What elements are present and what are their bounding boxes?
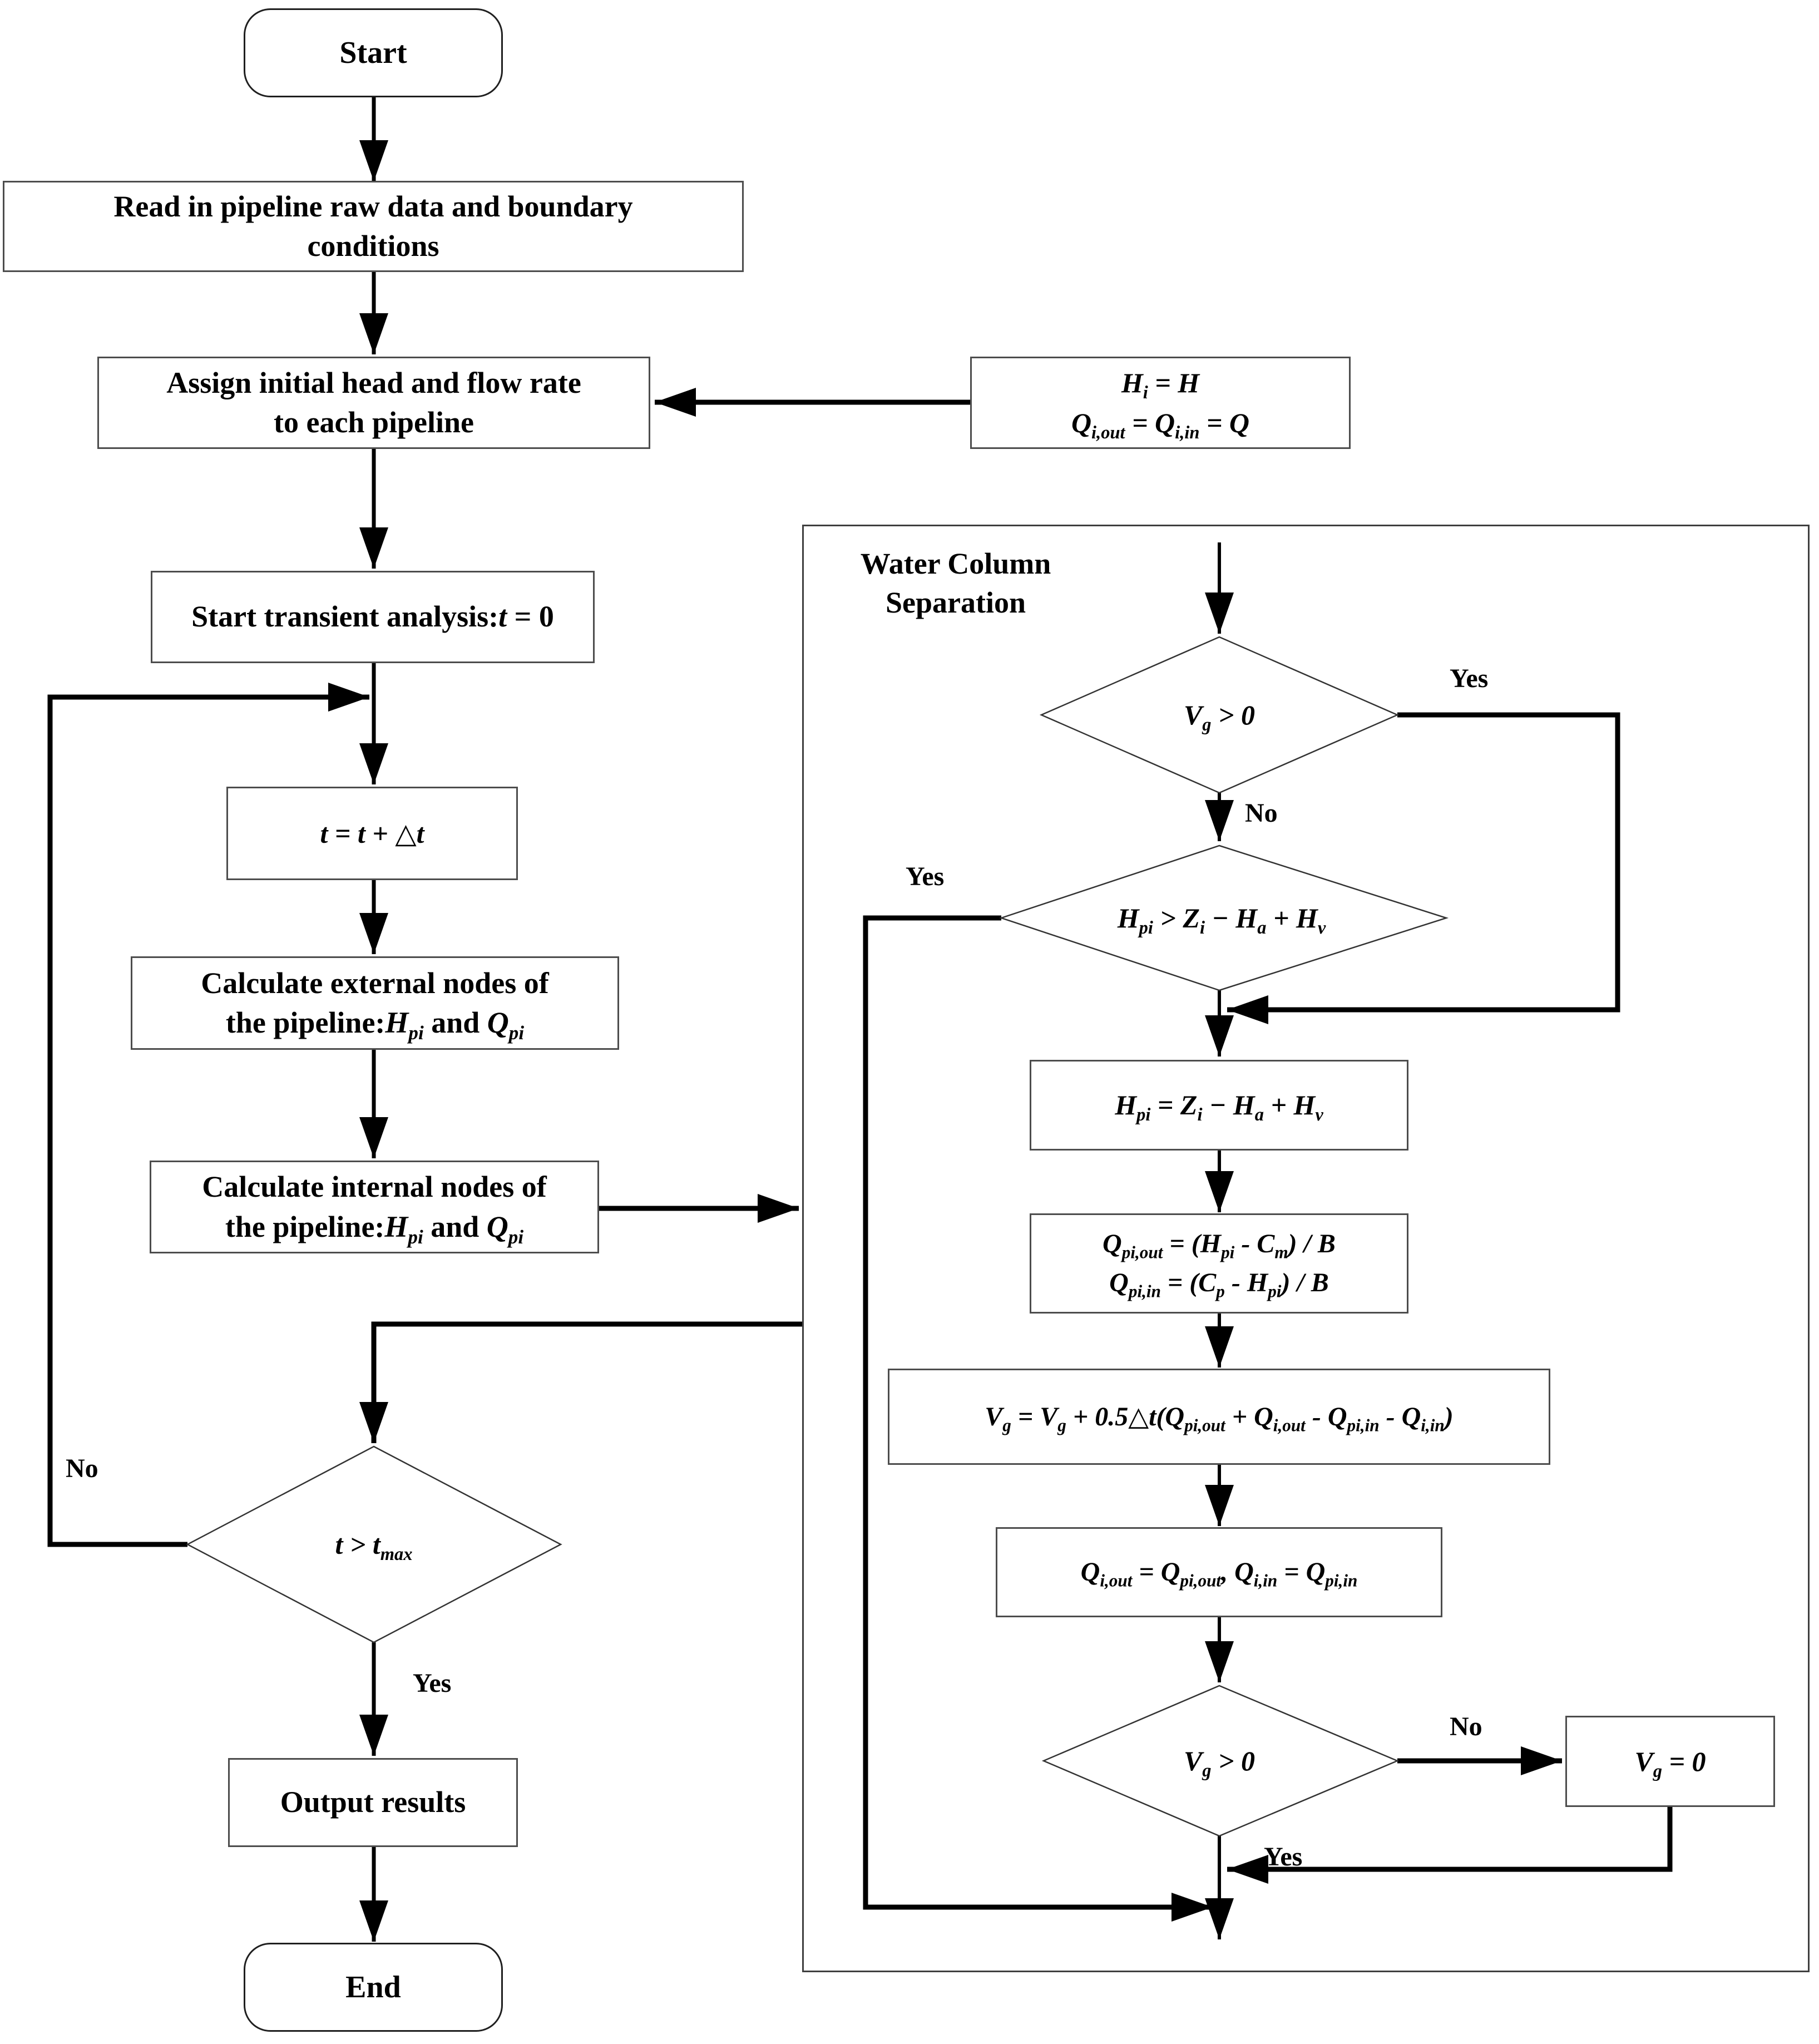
- q-set-line2: Qpi,in = (Cp - Hpi) / B: [1109, 1268, 1329, 1301]
- end-node: End: [244, 1943, 503, 2032]
- calc-external-line1: Calculate external nodes of: [201, 966, 549, 1000]
- vg-top-decision-shape: [1039, 636, 1400, 794]
- output-results-label: Output results: [280, 1785, 466, 1819]
- water-column-separation-title: Water Column Separation: [860, 547, 1051, 620]
- vg-zero-node: Vg = 0: [1565, 1716, 1775, 1807]
- tmax-decision-text: t > tmax: [335, 1528, 413, 1564]
- start-transient-label: Start transient analysis:t = 0: [191, 600, 554, 634]
- time-step-node: t = t + △t: [226, 787, 518, 880]
- calc-internal-line1: Calculate internal nodes of: [202, 1170, 547, 1204]
- calc-internal-line2: the pipeline:Hpi and Qpi: [225, 1209, 524, 1248]
- hp-decision-label: Hpi > Zi − Ha + Hv: [1025, 890, 1418, 946]
- edge-wcs-return-tmax: [359, 1321, 803, 1443]
- edge-hpcheck-yes-bypass: [863, 915, 1213, 1922]
- end-label: End: [345, 1970, 401, 2004]
- vg-bottom-decision-text: Vg > 0: [1183, 1745, 1255, 1781]
- tmax-yes-label: Yes: [413, 1668, 452, 1698]
- vg-bottom-yes-label: Yes: [1264, 1842, 1303, 1872]
- initial-conditions-line1: Hi = H: [1121, 367, 1200, 403]
- start-label: Start: [339, 36, 407, 70]
- tmax-decision-label: t > tmax: [263, 1517, 485, 1572]
- tmax-no-label: No: [66, 1454, 98, 1483]
- assign-initial-line1: Assign initial head and flow rate: [166, 366, 581, 399]
- hp-yes-label: Yes: [906, 862, 945, 891]
- edge-tmax-no-loop: [47, 683, 369, 1547]
- vg-bottom-no-label: No: [1450, 1712, 1482, 1741]
- vg-top-yes-label: Yes: [1450, 664, 1489, 693]
- hp-decision-shape: [999, 845, 1449, 991]
- q-set-line1: Qpi,out = (Hpi - Cm) / B: [1103, 1229, 1336, 1262]
- time-step-label: t = t + △t: [320, 817, 424, 849]
- start-transient-node: Start transient analysis:t = 0: [151, 571, 595, 663]
- hp-decision-text: Hpi > Zi − Ha + Hv: [1117, 902, 1326, 938]
- output-results-node: Output results: [228, 1758, 518, 1847]
- read-data-line2: conditions: [307, 229, 439, 263]
- edge-vgzero-merge: [1227, 1807, 1673, 1884]
- assign-initial-line2: to each pipeline: [274, 406, 474, 439]
- read-data-line1: Read in pipeline raw data and boundary: [113, 189, 633, 223]
- q-assign-node: Qi,out = Qpi,out, Qi,in = Qpi,in: [996, 1527, 1442, 1617]
- q-assign-label: Qi,out = Qpi,out, Qi,in = Qpi,in: [1080, 1557, 1358, 1591]
- edge-vgtop-yes-merge: [1227, 712, 1620, 1024]
- vg-top-decision-label: Vg > 0: [1108, 687, 1331, 743]
- assign-initial-node: Assign initial head and flow rate to eac…: [97, 357, 650, 449]
- vg-bottom-decision-shape: [1041, 1685, 1400, 1837]
- hp-set-label: Hpi = Zi − Ha + Hv: [1115, 1089, 1323, 1125]
- vg-bottom-decision-label: Vg > 0: [1108, 1733, 1331, 1789]
- vg-zero-label: Vg = 0: [1634, 1745, 1706, 1781]
- calc-external-line2: the pipeline:Hpi and Qpi: [225, 1006, 525, 1044]
- read-data-node: Read in pipeline raw data and boundary c…: [3, 181, 744, 272]
- hp-set-node: Hpi = Zi − Ha + Hv: [1030, 1060, 1408, 1151]
- tmax-decision-shape: [186, 1445, 562, 1643]
- start-node: Start: [244, 8, 503, 97]
- vg-top-decision-text: Vg > 0: [1183, 699, 1255, 735]
- vg-top-no-label: No: [1245, 798, 1278, 828]
- calc-external-node: Calculate external nodes of the pipeline…: [131, 956, 619, 1050]
- initial-conditions-line2: Qi,out = Qi,in = Q: [1071, 407, 1250, 443]
- q-set-node: Qpi,out = (Hpi - Cm) / B Qpi,in = (Cp - …: [1030, 1213, 1408, 1314]
- water-column-separation-frame: [802, 525, 1810, 1972]
- calc-internal-node: Calculate internal nodes of the pipeline…: [150, 1161, 599, 1253]
- vg-update-label: Vg = Vg + 0.5△t(Qpi,out + Qi,out - Qpi,i…: [985, 1401, 1454, 1435]
- initial-conditions-node: Hi = H Qi,out = Qi,in = Q: [970, 357, 1351, 449]
- vg-update-node: Vg = Vg + 0.5△t(Qpi,out + Qi,out - Qpi,i…: [888, 1369, 1550, 1465]
